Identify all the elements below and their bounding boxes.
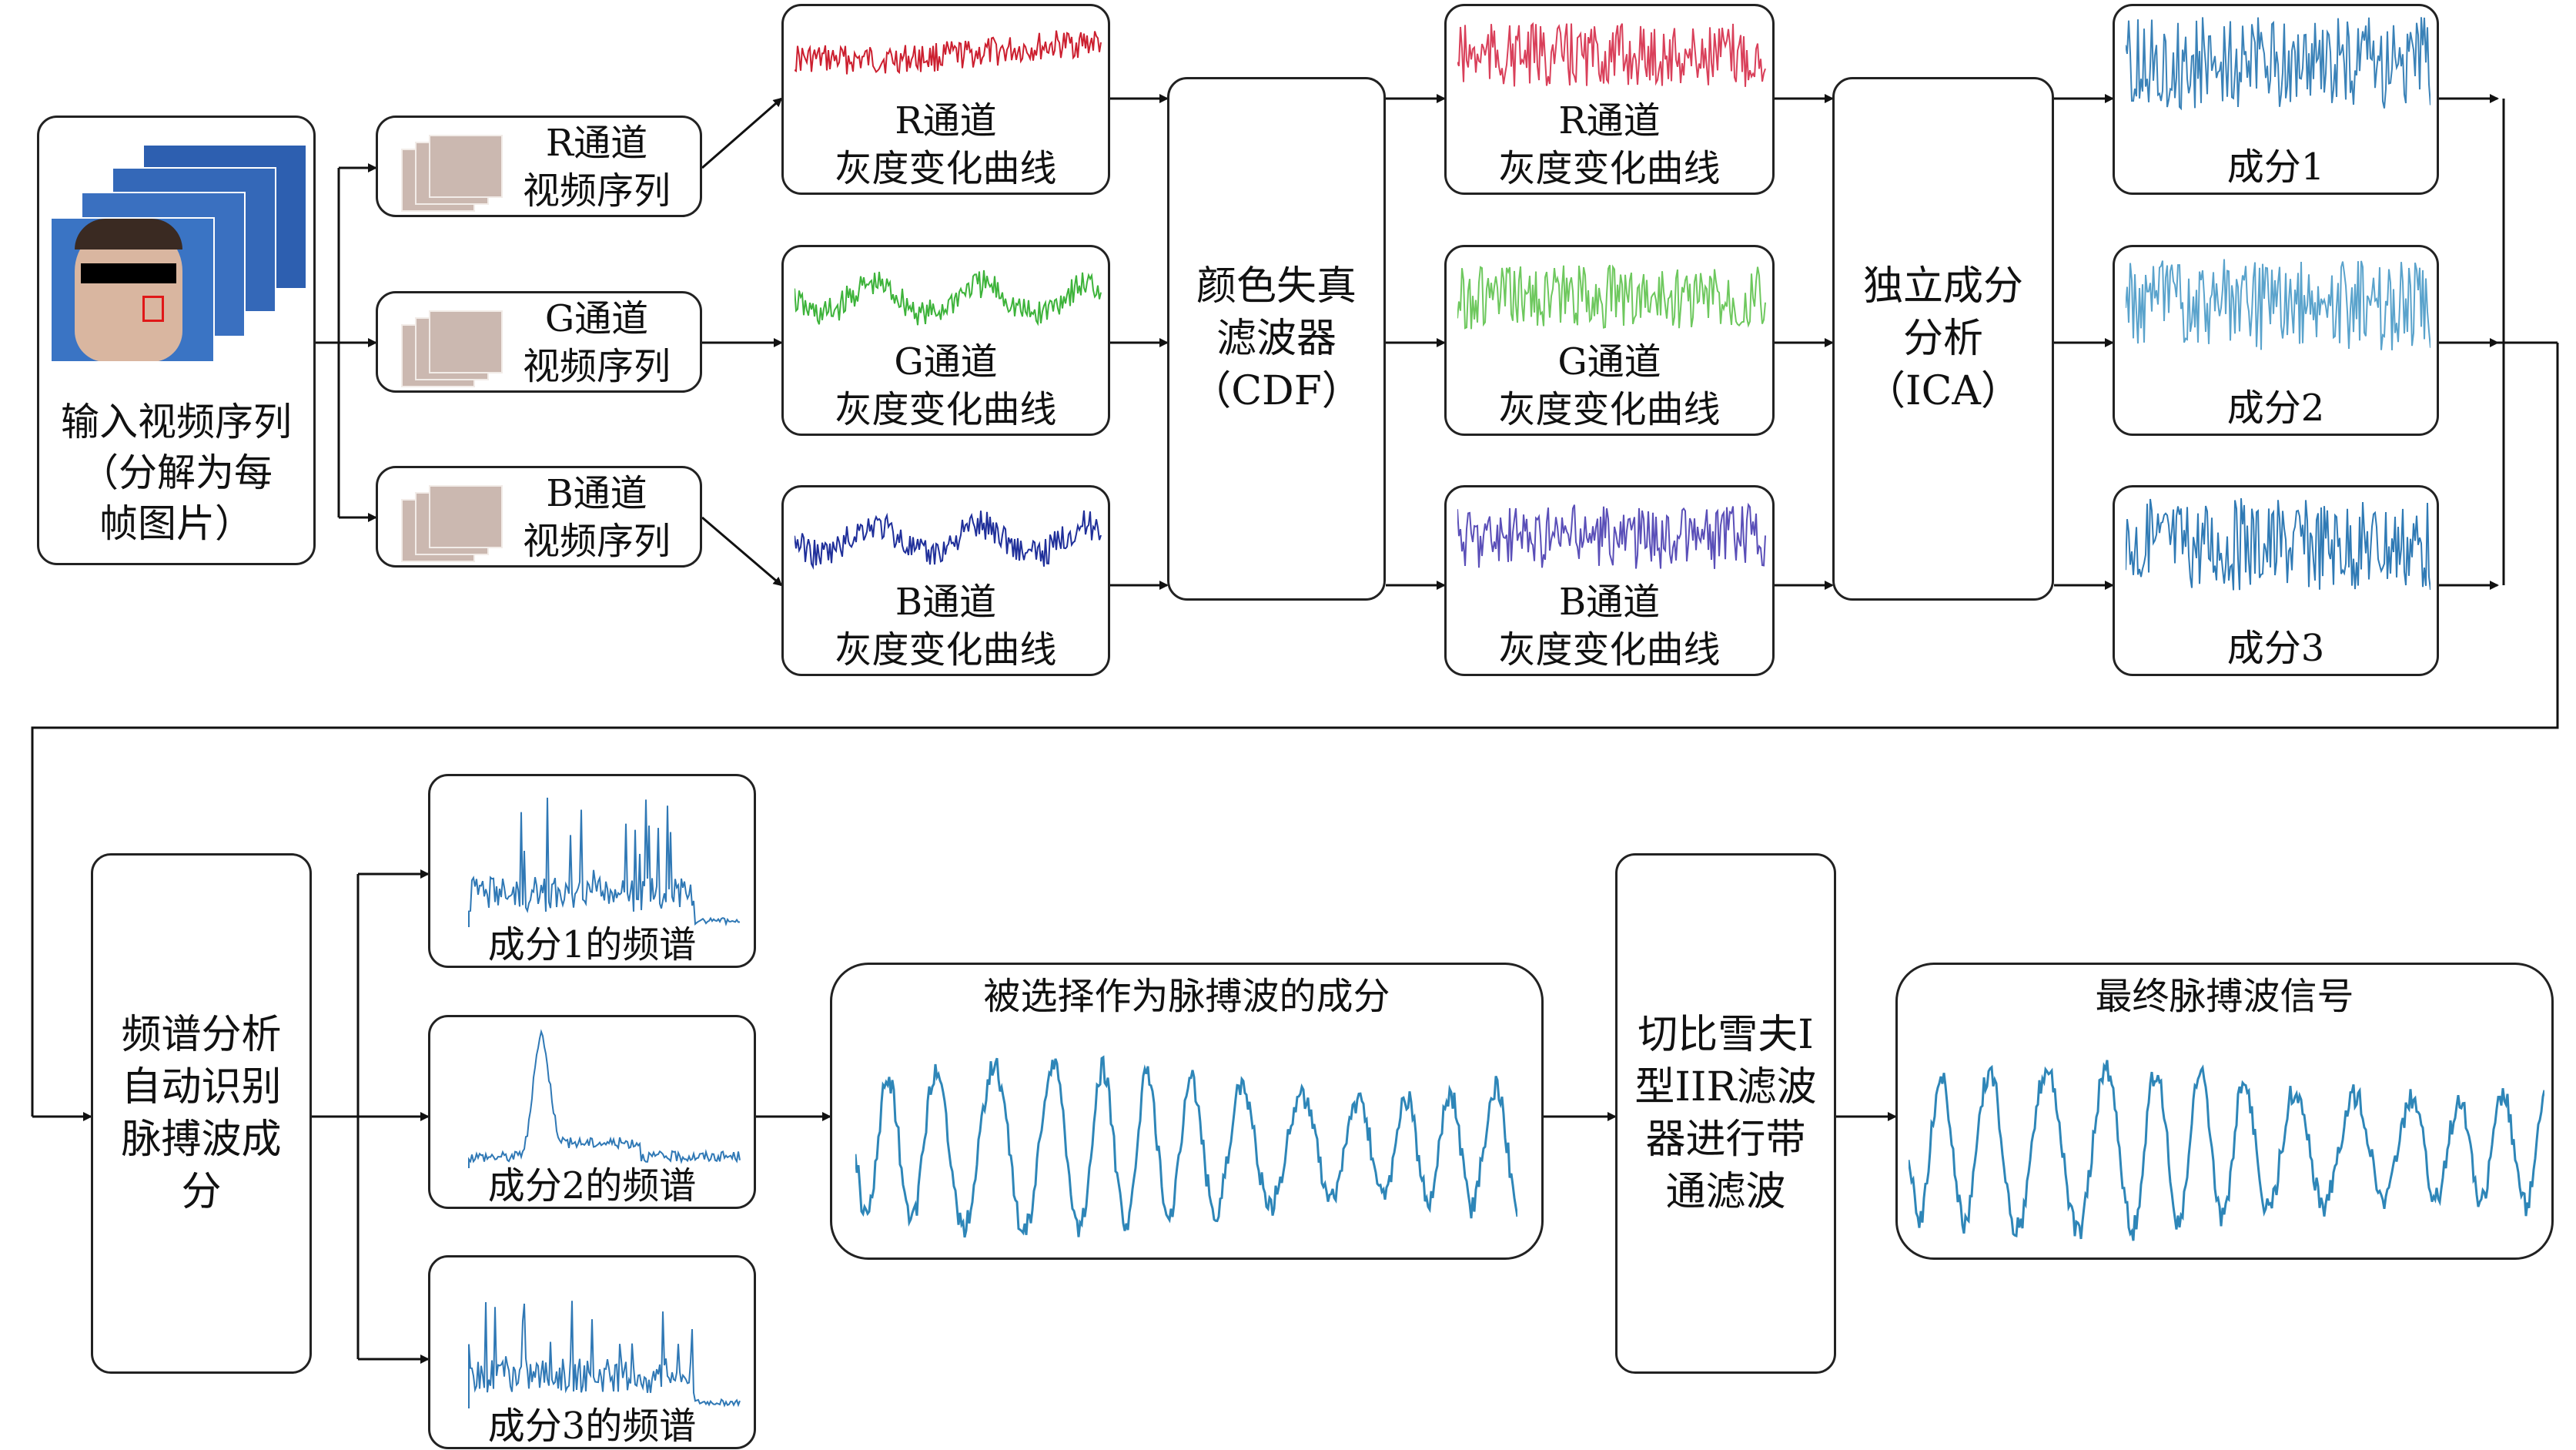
r-sequence-box: R通道 视频序列	[376, 116, 702, 217]
r-raw-waveform	[795, 30, 1102, 75]
waveform-line	[2126, 498, 2430, 591]
waveform-line	[468, 1301, 741, 1408]
iir-filter-box: 切比雪夫I 型IIR滤波 器进行带 通滤波	[1615, 853, 1836, 1374]
r-raw-curve-box: R通道 灰度变化曲线	[781, 4, 1110, 195]
r-filtered-curve-box: R通道 灰度变化曲线	[1444, 4, 1775, 195]
spectrum-2-plot	[468, 1029, 741, 1168]
r-sequence-label: R通道 视频序列	[522, 122, 671, 213]
g-raw-waveform	[795, 270, 1102, 327]
spectrum-3-plot	[468, 1301, 741, 1408]
r-filtered-curve-label: R通道 灰度变化曲线	[1498, 99, 1721, 190]
waveform-line	[1457, 22, 1766, 87]
g-filtered-waveform	[1457, 264, 1766, 330]
component-3-waveform	[2126, 498, 2430, 591]
b-raw-curve-label: B通道 灰度变化曲线	[835, 581, 1057, 671]
selected-component-label: 被选择作为脉搏波的成分	[983, 975, 1390, 1018]
spectrum-2-box: 成分2的频谱	[428, 1015, 756, 1209]
ica-box: 独立成分 分析 （ICA）	[1832, 77, 2054, 601]
b-filtered-curve-box: B通道 灰度变化曲线	[1444, 485, 1775, 676]
component-3-label: 成分3	[2226, 627, 2325, 670]
b-sequence-label: B通道 视频序列	[522, 472, 671, 563]
component-1-label: 成分1	[2226, 146, 2325, 189]
input-video-box: 输入视频序列 （分解为每 帧图片）	[37, 116, 316, 565]
waveform-line	[1909, 1060, 2544, 1241]
r-raw-curve-label: R通道 灰度变化曲线	[835, 99, 1057, 190]
face-frames-image	[50, 144, 307, 367]
waveform-line	[468, 797, 741, 927]
waveform-line	[1457, 502, 1766, 569]
final-pulse-label: 最终脉搏波信号	[2095, 975, 2354, 1018]
spectrum-3-box: 成分3的频谱	[428, 1255, 756, 1449]
cdf-filter-box: 颜色失真 滤波器 （CDF）	[1167, 77, 1386, 601]
g-sequence-label: G通道 视频序列	[522, 297, 671, 388]
g-raw-curve-label: G通道 灰度变化曲线	[835, 340, 1057, 431]
spectrum-analysis-box: 频谱分析 自动识别 脉搏波成 分	[91, 853, 312, 1374]
selected-component-waveform	[855, 1055, 1517, 1238]
g-filtered-curve-box: G通道 灰度变化曲线	[1444, 245, 1775, 436]
component-1-waveform	[2126, 17, 2430, 111]
spectrum-1-plot	[468, 797, 741, 927]
waveform-line	[855, 1055, 1517, 1238]
component-1-box: 成分1	[2113, 4, 2439, 195]
waveform-line	[2126, 17, 2430, 111]
component-2-waveform	[2126, 259, 2430, 350]
g-sequence-box: G通道 视频序列	[376, 291, 702, 393]
b-filtered-curve-label: B通道 灰度变化曲线	[1498, 581, 1721, 671]
final-pulse-waveform	[1909, 1060, 2544, 1241]
b-raw-curve-box: B通道 灰度变化曲线	[781, 485, 1110, 676]
spectrum-1-box: 成分1的频谱	[428, 774, 756, 968]
input-video-label: 输入视频序列 （分解为每 帧图片）	[61, 400, 292, 546]
b-sequence-box: B通道 视频序列	[376, 466, 702, 568]
b-raw-waveform	[795, 510, 1102, 571]
waveform-line	[795, 510, 1102, 571]
waveform-line	[795, 30, 1102, 75]
component-2-box: 成分2	[2113, 245, 2439, 436]
g-raw-curve-box: G通道 灰度变化曲线	[781, 245, 1110, 436]
selected-component-box: 被选择作为脉搏波的成分	[830, 963, 1544, 1260]
waveform-line	[795, 270, 1102, 327]
final-pulse-box: 最终脉搏波信号	[1895, 963, 2554, 1260]
waveform-line	[2126, 259, 2430, 350]
r-filtered-waveform	[1457, 22, 1766, 87]
component-3-box: 成分3	[2113, 485, 2439, 676]
waveform-line	[468, 1029, 741, 1168]
waveform-line	[1457, 264, 1766, 330]
component-2-label: 成分2	[2226, 387, 2325, 430]
g-filtered-curve-label: G通道 灰度变化曲线	[1498, 340, 1721, 431]
b-filtered-waveform	[1457, 502, 1766, 569]
